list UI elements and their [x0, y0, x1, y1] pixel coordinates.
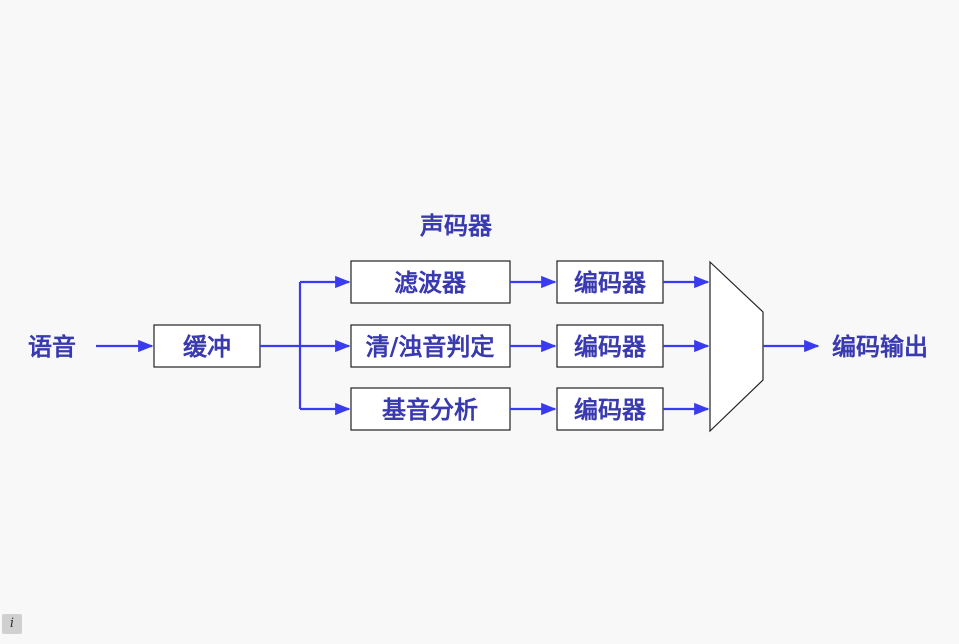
encoder-block-2 [556, 324, 664, 368]
pitch-analysis-label: 基音分析 [382, 395, 478, 424]
multiplexer-block [709, 260, 764, 433]
encoder-block-1 [556, 260, 664, 304]
voicing-decision-label: 清/浊音判定 [366, 332, 495, 361]
info-button[interactable]: i [2, 614, 22, 634]
encoder-label-1: 编码器 [574, 268, 647, 297]
output-label: 编码输出 [832, 332, 928, 361]
filter-label: 滤波器 [394, 268, 467, 297]
encoder-label-3: 编码器 [574, 395, 647, 424]
vocoder-group-label: 声码器 [419, 211, 493, 240]
pitch-analysis-block [350, 387, 511, 431]
encoder-label-2: 编码器 [574, 332, 647, 361]
input-label: 语音 [28, 332, 76, 361]
buffer-label: 缓冲 [183, 332, 231, 361]
encoder-block-3 [556, 387, 664, 431]
